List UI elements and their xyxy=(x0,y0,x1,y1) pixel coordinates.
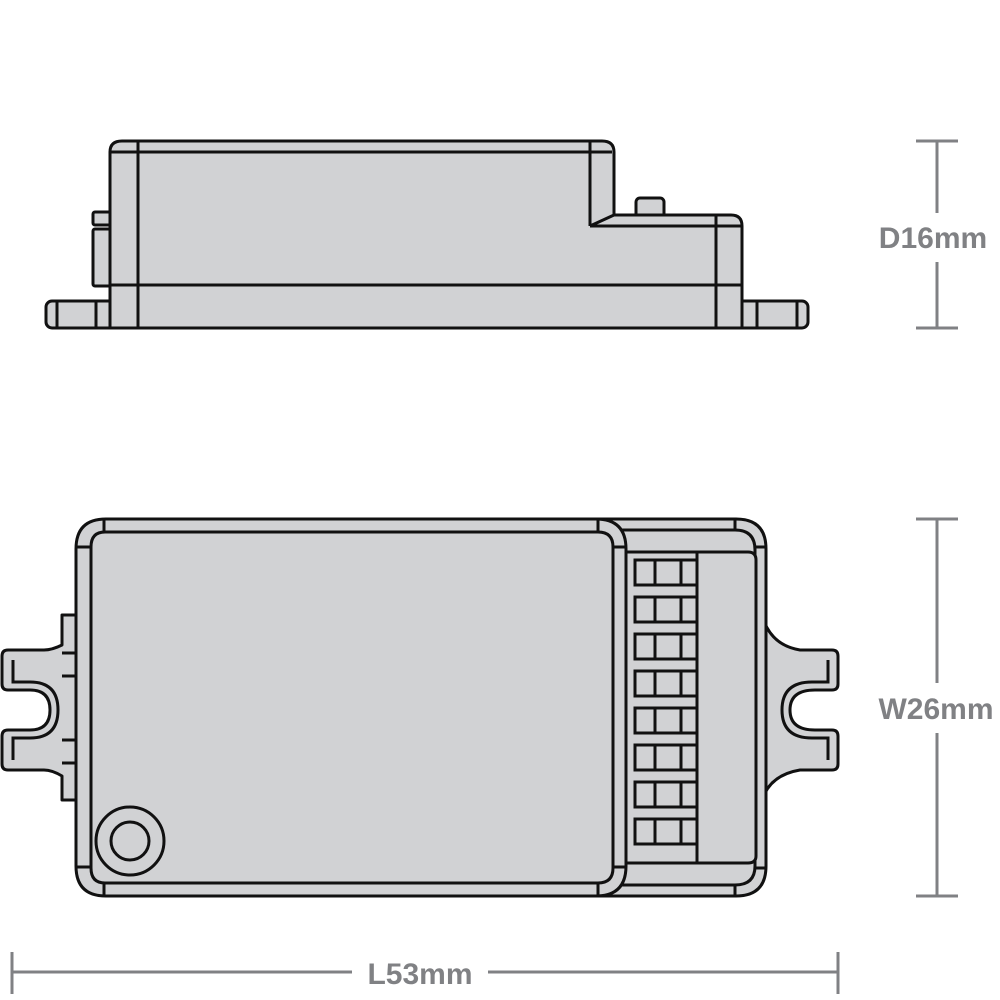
side-view xyxy=(44,139,810,330)
top-view xyxy=(0,517,840,898)
led-ring xyxy=(94,805,166,877)
depth-label: D16mm xyxy=(879,222,987,255)
left-ear xyxy=(0,613,82,802)
terminal-slot xyxy=(633,595,699,624)
terminal-slot xyxy=(633,632,699,661)
main-cover xyxy=(74,517,628,898)
terminal-slots xyxy=(633,558,699,846)
depth-dimension: D16mm xyxy=(879,139,987,330)
terminal-slot xyxy=(633,669,699,698)
length-label: L53mm xyxy=(367,958,472,991)
housing-side xyxy=(108,139,744,330)
right-ear xyxy=(760,613,840,802)
width-label: W26mm xyxy=(878,693,993,726)
terminal-slot xyxy=(633,558,699,587)
terminal-slot xyxy=(633,780,699,809)
length-dimension: L53mm xyxy=(10,952,840,994)
terminal-slot xyxy=(633,706,699,735)
width-dimension: W26mm xyxy=(878,517,994,898)
led-lens xyxy=(109,820,151,862)
terminal-slot xyxy=(633,743,699,772)
terminal-slot xyxy=(633,817,699,846)
